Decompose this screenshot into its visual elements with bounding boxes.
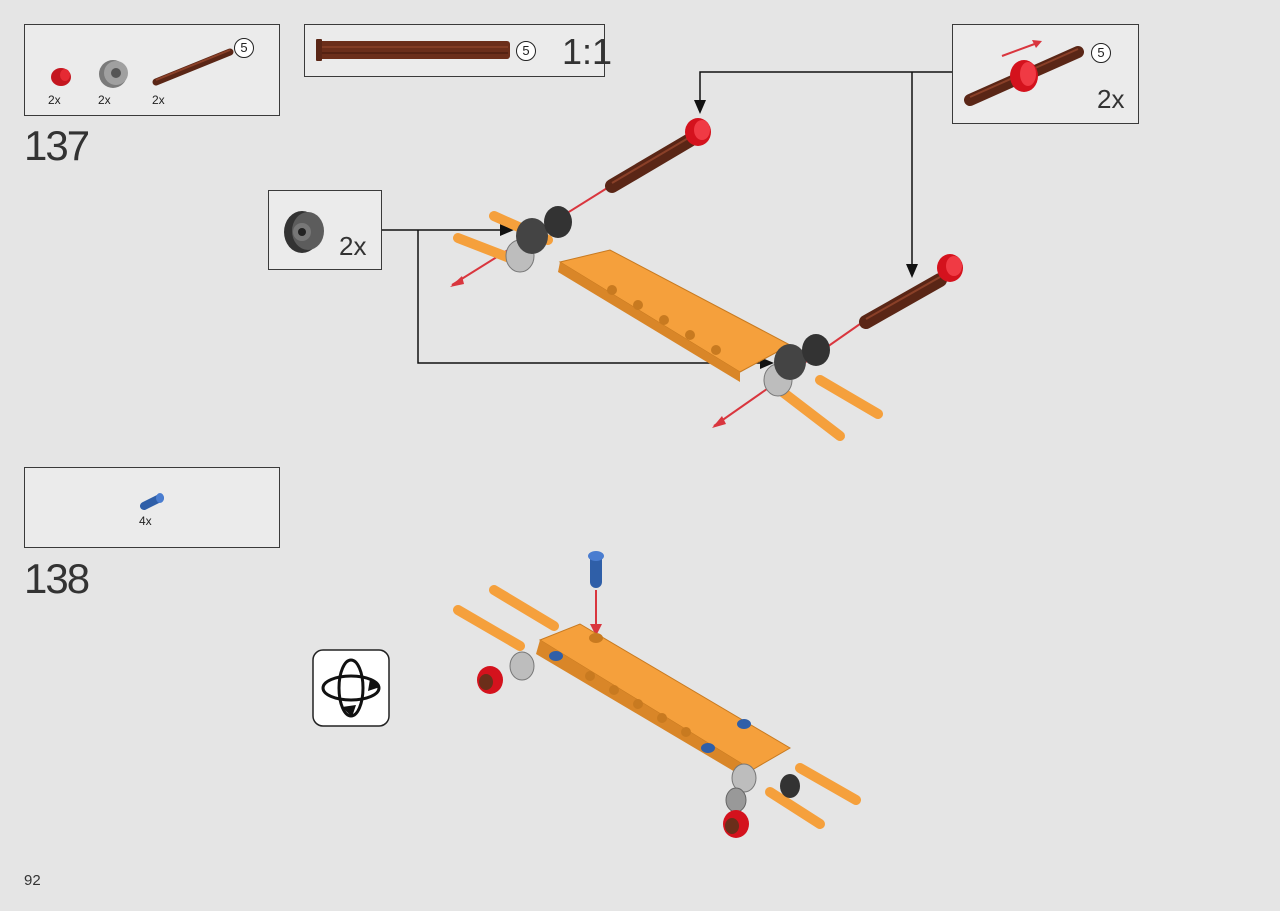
- step-number-137: 137: [24, 122, 90, 169]
- axle-with-red-bush-icon: [964, 40, 1084, 106]
- assembly-illustration-138: [453, 551, 861, 838]
- part-qty: 2x: [48, 93, 61, 107]
- rotate-model-icon: [312, 649, 390, 727]
- part-qty: 2x: [98, 93, 111, 107]
- scale-length-badge: 5: [516, 41, 536, 61]
- part-qty: 2x: [152, 93, 165, 107]
- callout-wheel-hub: [268, 190, 382, 270]
- callout-axle-bush: [952, 24, 1139, 124]
- axle-5-scale-icon: [316, 39, 510, 61]
- callout-hub-qty: 2x: [339, 231, 367, 261]
- callout-axle-qty: 2x: [1097, 84, 1125, 114]
- page-number: 92: [24, 872, 41, 889]
- brown-axle-5-icon: [152, 48, 234, 86]
- callout-axle-length-badge: 5: [1091, 43, 1111, 63]
- part-qty: 4x: [139, 514, 152, 528]
- axle-length-badge: 5: [234, 38, 254, 58]
- assembly-illustration-137: [382, 71, 963, 441]
- blue-pin-icon: [140, 493, 164, 510]
- gray-wheel-hub-icon: [284, 211, 324, 253]
- parts-list-138: [24, 467, 280, 548]
- red-bush-icon: [51, 68, 71, 86]
- gray-wheel-hub-icon: [99, 60, 128, 88]
- scale-label: 1:1: [562, 31, 613, 72]
- step-number-138: 138: [24, 555, 90, 602]
